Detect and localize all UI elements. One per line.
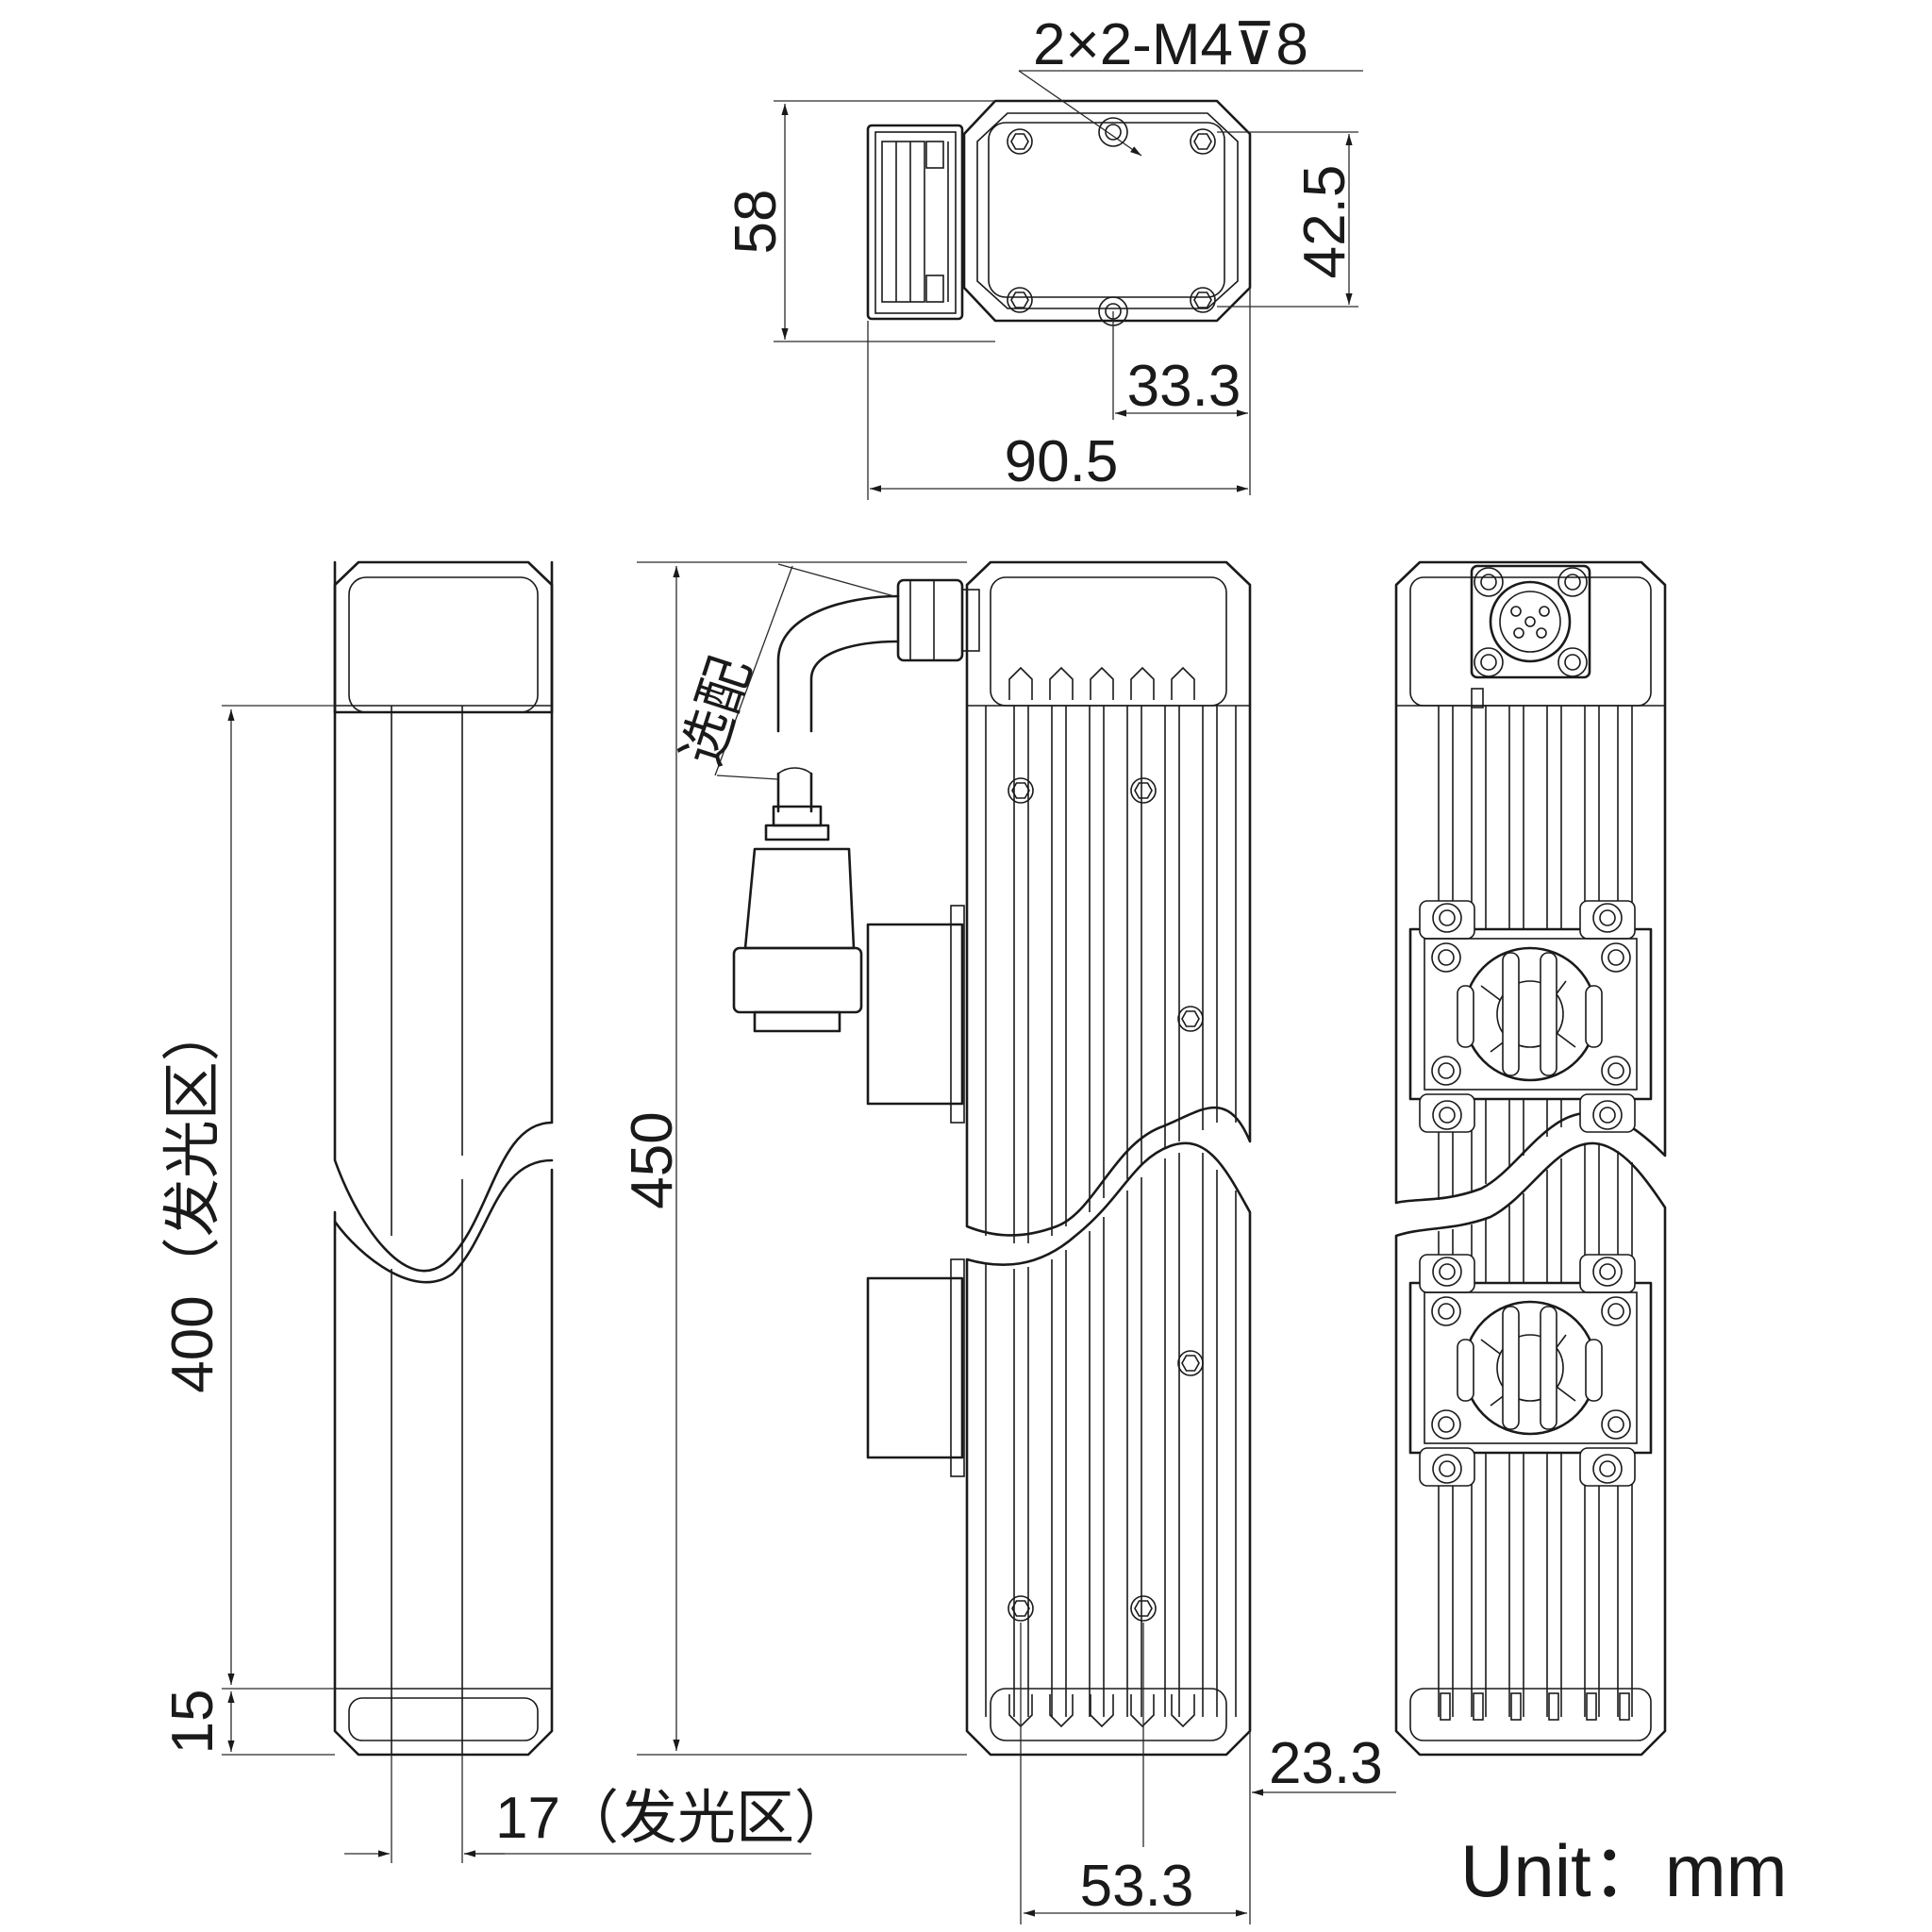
- dim-53-3: 53.3: [1080, 1854, 1194, 1919]
- thread-callout: 2×2-M4⊽8: [1033, 12, 1308, 77]
- dim-17: 17（发光区）: [495, 1786, 853, 1851]
- fan-2: [1408, 1254, 1653, 1487]
- dim-90-5: 90.5: [1005, 429, 1119, 494]
- dim-58: 58: [724, 190, 789, 255]
- dim-450: 450: [620, 1111, 685, 1208]
- front-view: 400（发光区） 15 17（发光区）: [160, 560, 853, 1863]
- top-view: 58 42.5 33.3 90.5 2×2-M4⊽8: [724, 12, 1363, 500]
- optional-label: 选配: [669, 649, 764, 773]
- fan-1: [1408, 900, 1653, 1133]
- dim-400: 400（发光区）: [160, 1003, 225, 1392]
- back-view: [1394, 560, 1667, 1757]
- dim-23-3: 23.3: [1269, 1731, 1383, 1796]
- dim-15: 15: [160, 1690, 225, 1755]
- side-view: 选配 450 23.3 53.3: [620, 560, 1396, 1924]
- dim-42-5: 42.5: [1292, 165, 1357, 279]
- unit-label: Unit：mm: [1460, 1829, 1788, 1912]
- dim-33-3: 33.3: [1127, 354, 1241, 419]
